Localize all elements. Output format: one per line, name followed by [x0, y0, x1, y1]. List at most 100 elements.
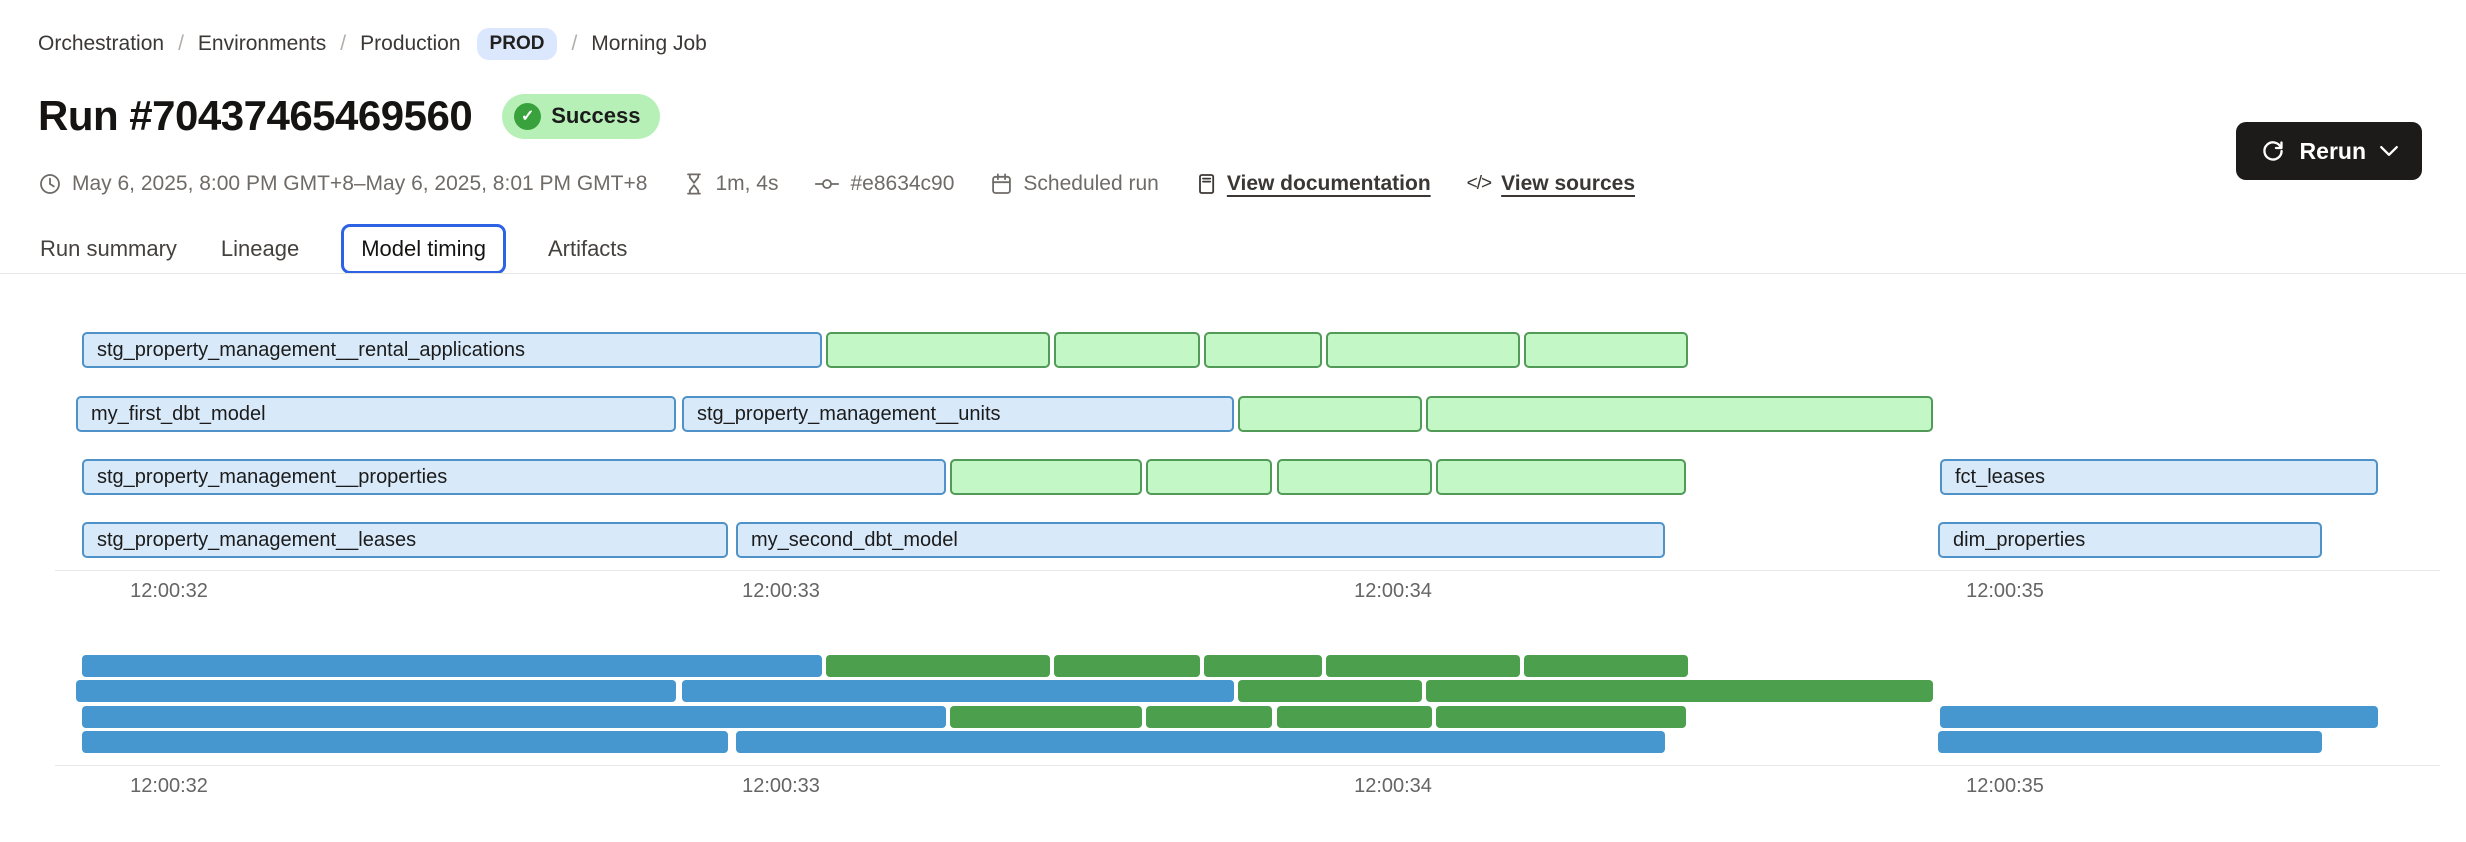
trigger-type: Scheduled run — [990, 172, 1159, 196]
gantt-bar-label: fct_leases — [1955, 465, 2046, 488]
gantt-step-bar[interactable] — [1524, 332, 1688, 368]
axis-tick-label: 12:00:33 — [742, 580, 820, 602]
status-badge-label: Success — [551, 103, 641, 128]
gantt-model-bar[interactable]: my_second_dbt_model — [736, 522, 1665, 558]
page-title: Run #70437465469560 — [38, 92, 473, 139]
clock-icon — [38, 172, 62, 196]
minimap-bar — [1238, 680, 1422, 702]
minimap-bar — [82, 731, 728, 753]
gantt-step-bar[interactable] — [1426, 396, 1933, 432]
trigger-type-text: Scheduled run — [1023, 172, 1159, 195]
gantt-bar-label: my_second_dbt_model — [751, 528, 958, 551]
chevron-down-icon[interactable] — [2380, 145, 2398, 157]
minimap-bar — [1326, 655, 1520, 677]
prod-environment-badge: PROD — [476, 28, 558, 60]
breadcrumb-production[interactable]: Production — [360, 32, 461, 55]
document-icon — [1195, 172, 1217, 196]
gantt-step-bar[interactable] — [1146, 459, 1272, 495]
commit-hash-text: #e8634c90 — [850, 172, 955, 195]
breadcrumb-separator: / — [571, 32, 578, 55]
axis-tick-label: 12:00:32 — [130, 580, 208, 602]
axis-tick-label: 12:00:32 — [130, 775, 208, 797]
breadcrumb-environments[interactable]: Environments — [197, 32, 327, 55]
minimap-bar — [76, 680, 676, 702]
status-badge: ✓ Success — [502, 93, 661, 139]
minimap-bar — [1054, 655, 1200, 677]
gantt-model-bar[interactable]: stg_property_management__properties — [82, 459, 946, 495]
minimap-bar — [1146, 706, 1272, 728]
tab-lineage[interactable]: Lineage — [220, 236, 300, 261]
gantt-step-bar[interactable] — [1326, 332, 1520, 368]
view-sources-link-group: </> View sources — [1467, 172, 1635, 196]
axis-tick-label: 12:00:33 — [742, 775, 820, 797]
run-time-range: May 6, 2025, 8:00 PM GMT+8–May 6, 2025, … — [38, 172, 647, 196]
gantt-step-bar[interactable] — [826, 332, 1050, 368]
minimap-bar — [1426, 680, 1933, 702]
gantt-model-bar[interactable]: stg_property_management__leases — [82, 522, 728, 558]
gantt-model-bar[interactable]: my_first_dbt_model — [76, 396, 676, 432]
minimap-bar — [1938, 731, 2322, 753]
minimap-axis-line — [55, 765, 2440, 766]
gantt-model-bar[interactable]: stg_property_management__units — [682, 396, 1234, 432]
gantt-step-bar[interactable] — [1238, 396, 1422, 432]
gantt-step-bar[interactable] — [1054, 332, 1200, 368]
minimap-bar — [1524, 655, 1688, 677]
gantt-step-bar[interactable] — [950, 459, 1142, 495]
gantt-bar-label: stg_property_management__leases — [97, 528, 417, 551]
rerun-button-label: Rerun — [2299, 137, 2366, 164]
minimap-bar — [1277, 706, 1432, 728]
breadcrumb-separator: / — [178, 32, 184, 55]
minimap-bar — [82, 706, 946, 728]
view-documentation-link[interactable]: View documentation — [1226, 172, 1431, 195]
view-sources-link[interactable]: View sources — [1501, 172, 1636, 195]
minimap-bar — [682, 680, 1234, 702]
gantt-bar-label: stg_property_management__rental_applicat… — [97, 338, 526, 361]
gantt-step-bar[interactable] — [1204, 332, 1322, 368]
minimap-bar — [826, 655, 1050, 677]
gantt-model-bar[interactable]: dim_properties — [1938, 522, 2322, 558]
rerun-button[interactable]: Rerun — [2235, 122, 2422, 180]
breadcrumb-orchestration[interactable]: Orchestration — [38, 32, 165, 55]
gantt-step-bar[interactable] — [1436, 459, 1686, 495]
tabs-divider — [0, 273, 2466, 274]
breadcrumb-morning-job[interactable]: Morning Job — [591, 32, 707, 55]
minimap-bar — [1940, 706, 2378, 728]
gantt-model-bar[interactable]: fct_leases — [1940, 459, 2378, 495]
gantt-axis-line — [55, 570, 2440, 571]
tab-artifacts[interactable]: Artifacts — [547, 236, 628, 261]
axis-tick-label: 12:00:35 — [1966, 580, 2044, 602]
code-icon: </> — [1466, 173, 1493, 194]
gantt-bar-label: stg_property_management__units — [697, 402, 1001, 425]
minimap-bar — [1436, 706, 1686, 728]
tab-run-summary[interactable]: Run summary — [40, 236, 177, 261]
run-duration-text: 1m, 4s — [715, 172, 779, 195]
calendar-icon — [990, 172, 1013, 196]
success-check-icon: ✓ — [514, 102, 542, 130]
tab-model-timing[interactable]: Model timing — [341, 224, 506, 274]
run-tabs: Run summary Lineage Model timing Artifac… — [38, 224, 629, 274]
commit-icon — [814, 174, 840, 194]
minimap-bar — [1204, 655, 1322, 677]
axis-tick-label: 12:00:34 — [1354, 775, 1432, 797]
gantt-model-bar[interactable]: stg_property_management__rental_applicat… — [82, 332, 822, 368]
gantt-bar-label: dim_properties — [1953, 528, 2086, 551]
breadcrumb: Orchestration / Environments / Productio… — [38, 28, 707, 60]
run-duration: 1m, 4s — [683, 172, 778, 196]
minimap-bar — [82, 655, 822, 677]
run-meta-row: May 6, 2025, 8:00 PM GMT+8–May 6, 2025, … — [38, 172, 1635, 196]
minimap-bar — [950, 706, 1142, 728]
refresh-icon — [2260, 138, 2286, 164]
axis-tick-label: 12:00:34 — [1354, 580, 1432, 602]
gantt-bar-label: stg_property_management__properties — [97, 465, 448, 488]
commit-hash: #e8634c90 — [814, 172, 954, 196]
gantt-step-bar[interactable] — [1277, 459, 1432, 495]
title-row: Run #70437465469560 ✓ Success — [38, 92, 661, 140]
hourglass-icon — [683, 172, 705, 196]
gantt-bar-label: my_first_dbt_model — [91, 402, 266, 425]
minimap-bar — [736, 731, 1665, 753]
breadcrumb-separator: / — [340, 32, 347, 55]
view-documentation-link-group: View documentation — [1195, 172, 1431, 196]
